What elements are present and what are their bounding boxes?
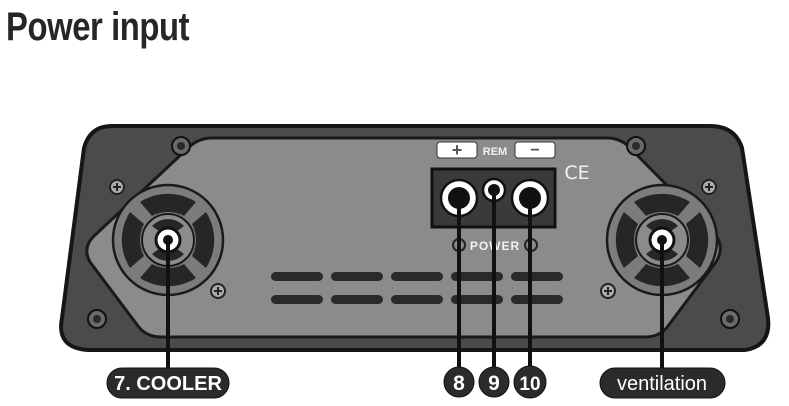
svg-text:8: 8 — [453, 372, 465, 395]
screw-icon — [626, 136, 646, 156]
callout-ventilation: ventilation — [599, 367, 726, 399]
svg-text:−: − — [530, 142, 539, 159]
callout-9: 9 — [478, 366, 510, 398]
minus-label: − — [514, 141, 556, 159]
screw-icon — [600, 283, 616, 299]
ventilation-slots — [271, 272, 563, 304]
screw-icon — [210, 283, 226, 299]
ce-mark: CE — [564, 162, 589, 184]
svg-text:9: 9 — [488, 372, 500, 395]
callout-10: 10 — [513, 365, 547, 399]
callout-leader-lines — [166, 190, 664, 371]
callout-cooler: 7. COOLER — [106, 367, 230, 399]
callout-8: 8 — [443, 366, 475, 398]
svg-text:10: 10 — [519, 374, 540, 395]
screw-icon — [87, 309, 107, 329]
rem-label: REM — [483, 146, 507, 158]
plus-label: + — [436, 140, 478, 160]
svg-text:+: + — [452, 140, 463, 160]
cooler-fan-grille-right — [605, 183, 719, 297]
screw-icon — [109, 179, 125, 195]
screw-icon — [171, 136, 191, 156]
screw-icon — [701, 179, 717, 195]
page-title: Power input — [6, 5, 190, 49]
svg-text:7. COOLER: 7. COOLER — [114, 373, 222, 395]
screw-icon — [720, 309, 740, 329]
svg-text:ventilation: ventilation — [617, 373, 707, 395]
